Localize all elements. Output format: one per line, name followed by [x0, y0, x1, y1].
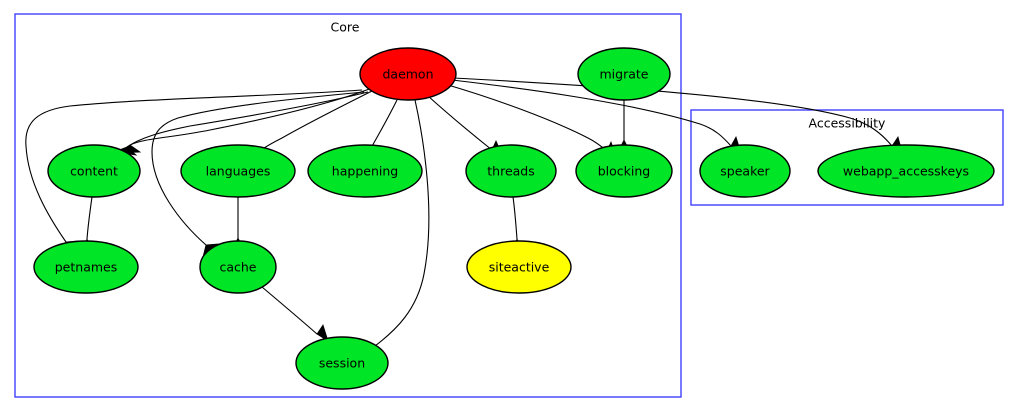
cluster-border-accessibility: [690, 109, 1004, 206]
node-label-content: content: [70, 164, 118, 179]
edge-line-cache-session: [261, 286, 318, 335]
node-cache[interactable]: cache: [199, 240, 277, 294]
edge-daemon-to-blocking: [447, 84, 618, 160]
node-threads[interactable]: threads: [465, 144, 557, 198]
node-shape-petnames[interactable]: [33, 240, 139, 294]
edge-line-threads-siteactive: [512, 196, 518, 240]
node-languages[interactable]: languages: [180, 144, 296, 198]
cluster-label-core: Core: [331, 20, 360, 35]
node-daemon[interactable]: daemon: [359, 47, 457, 101]
cluster-label-accessibility: Accessibility: [809, 116, 887, 131]
edge-daemon-to-session: [361, 99, 430, 357]
node-petnames[interactable]: petnames: [33, 240, 139, 294]
node-shape-session[interactable]: [295, 336, 389, 390]
node-shape-daemon[interactable]: [359, 47, 457, 101]
node-label-blocking: blocking: [598, 164, 651, 179]
node-shape-webapp_accesskeys[interactable]: [817, 144, 995, 198]
node-webapp_accesskeys[interactable]: webapp_accesskeys: [817, 144, 995, 198]
node-blocking[interactable]: blocking: [575, 144, 673, 198]
node-label-migrate: migrate: [600, 67, 649, 82]
edge-daemon-to-content: [116, 87, 373, 154]
node-shape-content[interactable]: [47, 144, 141, 198]
node-label-threads: threads: [487, 164, 535, 179]
node-shape-threads[interactable]: [465, 144, 557, 198]
edge-migrate-to-blocking: [617, 100, 631, 153]
edge-line-daemon-happening: [370, 99, 398, 149]
node-shape-speaker[interactable]: [699, 144, 791, 198]
node-label-happening: happening: [332, 164, 398, 179]
node-siteactive[interactable]: siteactive: [466, 240, 572, 294]
edge-cache-to-session: [261, 286, 329, 342]
node-speaker[interactable]: speaker: [699, 144, 791, 198]
edge-line-daemon-petnames: [25, 89, 363, 243]
node-shape-siteactive[interactable]: [466, 240, 572, 294]
node-label-languages: languages: [206, 164, 271, 179]
node-content[interactable]: content: [47, 144, 141, 198]
node-label-siteactive: siteactive: [489, 260, 550, 275]
edge-line-daemon-speaker: [451, 79, 732, 147]
edge-line-content-petnames: [86, 196, 93, 240]
node-shape-happening[interactable]: [307, 144, 423, 198]
edge-line-daemon-content: [126, 91, 369, 148]
cluster-accessibility: Accessibility: [690, 109, 1004, 206]
node-migrate[interactable]: migrate: [577, 47, 671, 101]
node-shape-migrate[interactable]: [577, 47, 671, 101]
node-label-cache: cache: [219, 260, 256, 275]
edge-line-daemon-threads: [427, 95, 493, 151]
node-shape-cache[interactable]: [199, 240, 277, 294]
cluster-border-core: [14, 13, 682, 398]
edge-line-daemon-blocking: [447, 84, 608, 152]
edge-line-daemon-content: [129, 87, 373, 146]
arrowhead-icon: [316, 324, 329, 342]
node-label-webapp_accesskeys: webapp_accesskeys: [843, 164, 969, 179]
node-label-session: session: [319, 356, 365, 371]
cluster-core: Core: [14, 13, 682, 398]
node-shape-blocking[interactable]: [575, 144, 673, 198]
edge-line-daemon-cache: [151, 91, 365, 246]
node-shape-languages[interactable]: [180, 144, 296, 198]
node-happening[interactable]: happening: [307, 144, 423, 198]
node-label-petnames: petnames: [55, 260, 118, 275]
node-label-speaker: speaker: [720, 164, 770, 179]
edge-line-daemon-webapp_accesskeys: [453, 77, 893, 147]
node-session[interactable]: session: [295, 336, 389, 390]
edge-line-daemon-session: [374, 99, 430, 347]
edge-line-daemon-languages: [257, 90, 373, 153]
node-label-daemon: daemon: [382, 67, 433, 82]
